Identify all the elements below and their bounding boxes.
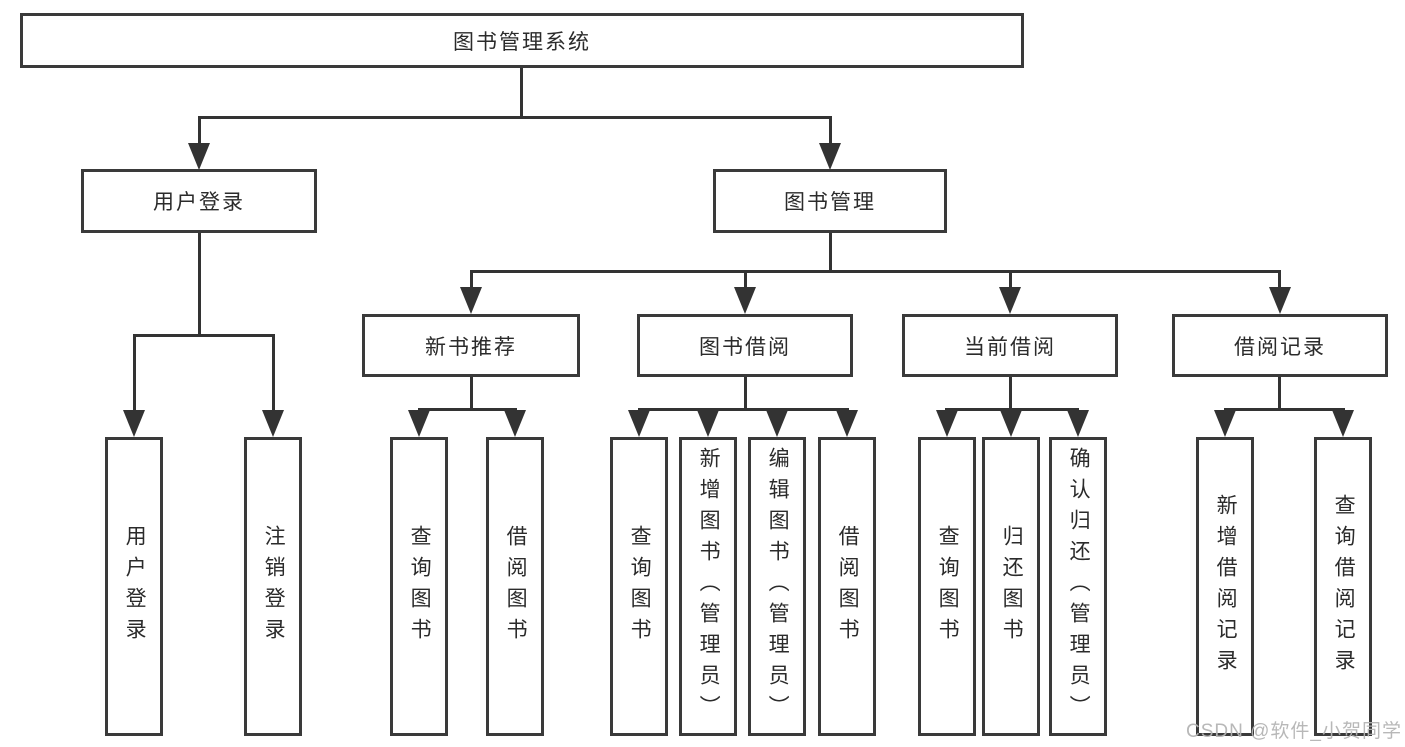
node-new-book-recommend: 新书推荐 (362, 314, 580, 377)
leaf-label: 归还图书 (1000, 524, 1024, 649)
leaf-label: 借阅图书 (504, 524, 528, 649)
leaf-label: 借阅图书 (836, 524, 860, 649)
connector-book-mgmt-branch (470, 270, 1281, 273)
arrowhead-book-borrow (734, 287, 756, 314)
arrowhead-leaf (628, 410, 650, 437)
connector-user-login-stem (198, 233, 201, 336)
connector-book-mgmt-stem (829, 233, 832, 272)
connector-drop-current-borrow (1009, 270, 1012, 289)
connector-drop-book-mgmt (829, 116, 832, 145)
connector-root-stem (520, 68, 523, 118)
connector-current-borrow-stem (1009, 377, 1012, 410)
leaf-add-borrow-record: 新增借阅记录 (1196, 437, 1254, 736)
node-library-management-system: 图书管理系统 (20, 13, 1024, 68)
leaf-label: 新增图书（管理员） (697, 447, 721, 726)
connector-drop-book-borrow (744, 270, 747, 289)
arrowhead-new-book (460, 287, 482, 314)
node-user-login: 用户登录 (81, 169, 317, 233)
connector-new-book-stem (470, 377, 473, 410)
leaf-user-login: 用户登录 (105, 437, 163, 736)
arrowhead-leaf (408, 410, 430, 437)
node-label: 新书推荐 (425, 335, 517, 359)
arrowhead-leaf (697, 410, 719, 437)
leaf-query-books-borrowing: 查询图书 (610, 437, 668, 736)
leaf-label: 确认归还（管理员） (1067, 447, 1091, 726)
connector-book-borrow-stem (744, 377, 747, 410)
arrowhead-current-borrow (999, 287, 1021, 314)
node-label: 图书管理 (784, 191, 876, 214)
arrowhead-leaf (836, 410, 858, 437)
arrowhead-leaf-logout (262, 410, 284, 437)
connector-current-borrow-branch (945, 408, 1079, 411)
connector-drop-user-login (198, 116, 201, 145)
arrowhead-leaf-login (123, 410, 145, 437)
connector-new-book-branch (418, 408, 517, 411)
node-label: 图书管理系统 (453, 30, 591, 54)
connector-drop-leaf-logout (272, 334, 275, 412)
leaf-logout: 注销登录 (244, 437, 302, 736)
arrowhead-borrow-records (1269, 287, 1291, 314)
node-current-borrowing: 当前借阅 (902, 314, 1118, 377)
leaf-borrow-books-recommend: 借阅图书 (486, 437, 544, 736)
connector-drop-borrow-records (1278, 270, 1281, 289)
leaf-label: 编辑图书（管理员） (766, 447, 790, 726)
leaf-query-books-current: 查询图书 (918, 437, 976, 736)
node-label: 当前借阅 (964, 335, 1056, 359)
arrowhead-leaf (1000, 410, 1022, 437)
arrowhead-leaf (1067, 410, 1089, 437)
connector-book-borrow-branch (638, 408, 849, 411)
connector-root-branch (198, 116, 831, 119)
arrowhead-book-mgmt (819, 143, 841, 170)
leaf-label: 查询图书 (936, 524, 960, 649)
leaf-query-borrow-record: 查询借阅记录 (1314, 437, 1372, 736)
leaf-label: 用户登录 (123, 524, 147, 649)
connector-drop-leaf-login (133, 334, 136, 412)
leaf-borrow-books: 借阅图书 (818, 437, 876, 736)
leaf-label: 查询图书 (628, 524, 652, 649)
connector-borrow-records-stem (1278, 377, 1281, 410)
arrowhead-leaf (1214, 410, 1236, 437)
leaf-label: 注销登录 (262, 524, 286, 649)
connector-drop-new-book (470, 270, 473, 289)
connector-user-login-branch (133, 334, 275, 337)
arrowhead-leaf (504, 410, 526, 437)
leaf-confirm-return-admin: 确认归还（管理员） (1049, 437, 1107, 736)
node-borrowing-records: 借阅记录 (1172, 314, 1388, 377)
node-label: 图书借阅 (699, 335, 791, 359)
arrowhead-user-login (188, 143, 210, 170)
node-book-borrowing: 图书借阅 (637, 314, 853, 377)
leaf-return-books: 归还图书 (982, 437, 1040, 736)
arrowhead-leaf (936, 410, 958, 437)
leaf-edit-books-admin: 编辑图书（管理员） (748, 437, 806, 736)
connector-borrow-records-branch (1224, 408, 1345, 411)
node-label: 借阅记录 (1234, 335, 1326, 359)
arrowhead-leaf (1332, 410, 1354, 437)
node-label: 用户登录 (153, 191, 245, 214)
leaf-label: 查询借阅记录 (1332, 493, 1356, 680)
csdn-watermark: CSDN @软件_小贺同学 (1186, 721, 1402, 742)
leaf-add-books-admin: 新增图书（管理员） (679, 437, 737, 736)
leaf-query-books-recommend: 查询图书 (390, 437, 448, 736)
node-book-management: 图书管理 (713, 169, 947, 233)
arrowhead-leaf (766, 410, 788, 437)
leaf-label: 新增借阅记录 (1214, 493, 1238, 680)
leaf-label: 查询图书 (408, 524, 432, 649)
